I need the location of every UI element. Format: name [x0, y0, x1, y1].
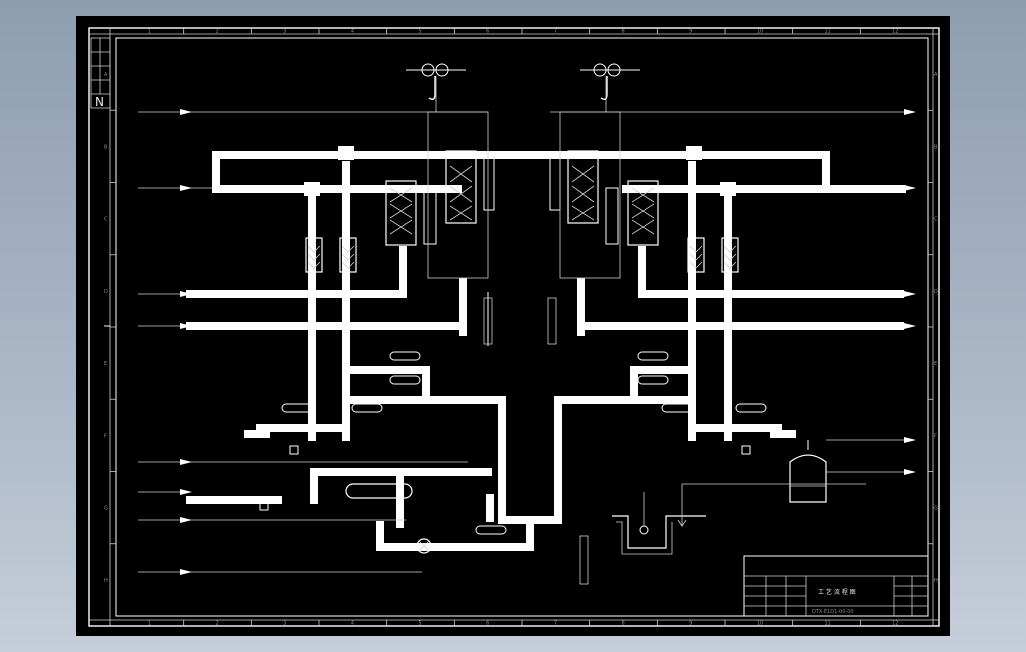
left-sample-probe [483, 297, 493, 345]
right-sample-probe [547, 297, 557, 345]
right-valve-block-1 [720, 182, 736, 196]
column-label-12-top: 12 [892, 29, 898, 35]
left-valve-block-2 [338, 146, 354, 160]
north-marker: N [90, 37, 111, 109]
left-cartridge-1 [305, 237, 323, 273]
storage-tank [789, 440, 827, 503]
left-heater [423, 187, 437, 245]
ruler-ticks [110, 28, 933, 626]
row-label-E-left: E [104, 361, 107, 367]
column-label-11-top: 11 [825, 29, 831, 35]
row-label-F-left: F [104, 433, 107, 439]
right-filter-tower-1 [567, 150, 599, 224]
left-filter-tower-2 [445, 150, 477, 224]
right-tank-frame [559, 111, 621, 279]
row-label-F-right: F [934, 433, 937, 439]
column-label-8-top: 8 [622, 29, 625, 35]
center-drain-pot [259, 501, 269, 511]
column-label-7-bottom: 7 [554, 621, 557, 627]
column-label-5-bottom: 5 [419, 621, 422, 627]
row-label-C-left: C [104, 217, 108, 223]
feed-lines [138, 76, 904, 573]
bottom-sample-probe [579, 535, 589, 585]
right-equipment [547, 63, 866, 585]
column-label-3-top: 3 [283, 29, 286, 35]
row-label-A-right: A [934, 72, 938, 78]
row-label-G-left: G [104, 506, 108, 512]
row-labels: A A B B C C D D E E F F G G H H [104, 72, 938, 584]
right-cartridge-2 [721, 237, 739, 273]
left-vessels [281, 351, 507, 535]
left-cartridge-2 [339, 237, 357, 273]
row-label-A-left: A [104, 72, 108, 78]
left-vent-column [483, 153, 495, 211]
right-cartridge-1 [687, 237, 705, 273]
right-hoist-icon [580, 63, 640, 101]
column-label-2-bottom: 2 [216, 621, 219, 627]
column-label-6-bottom: 6 [486, 621, 489, 627]
title-block: 工 艺 流 程 图 DTX-E1D1-00-00 [743, 555, 929, 617]
row-label-G-right: G [934, 506, 938, 512]
right-vent-column [549, 153, 561, 211]
row-label-B-left: B [104, 144, 108, 150]
drawing-number: DTX-E1D1-00-00 [812, 609, 854, 615]
left-valve-block-1 [304, 182, 320, 196]
row-label-D-right: D [934, 289, 938, 295]
column-label-7-top: 7 [554, 29, 557, 35]
drawing-title: 工 艺 流 程 图 [818, 588, 856, 596]
pump-symbol [416, 538, 432, 554]
outer-frame [88, 27, 940, 627]
column-label-10-top: 10 [757, 29, 763, 35]
row-label-H-left: H [104, 578, 108, 584]
column-label-2-top: 2 [216, 29, 219, 35]
row-label-D-left: D [104, 289, 108, 295]
column-label-1-bottom: 1 [148, 621, 151, 627]
column-label-8-bottom: 8 [622, 621, 625, 627]
row-label-E-right: E [934, 361, 937, 367]
column-label-9-top: 9 [689, 29, 692, 35]
column-label-5-top: 5 [419, 29, 422, 35]
right-valve-block-2 [686, 146, 702, 160]
left-filter-tower-1 [385, 180, 417, 246]
left-drain-pot [289, 445, 299, 455]
right-vessels [637, 351, 767, 413]
left-hoist-icon [406, 63, 466, 101]
column-label-10-bottom: 10 [757, 621, 763, 627]
right-drain-pot [741, 445, 751, 455]
row-label-H-right: H [934, 578, 938, 584]
north-label: N [95, 95, 104, 109]
column-label-6-top: 6 [486, 29, 489, 35]
column-label-1-top: 1 [148, 29, 151, 35]
column-label-12-bottom: 12 [892, 621, 898, 627]
process-pipes [186, 151, 906, 551]
column-label-3-bottom: 3 [283, 621, 286, 627]
row-label-C-right: C [934, 217, 938, 223]
right-heater [605, 187, 619, 245]
flow-arrows [180, 109, 916, 575]
left-tank-frame [427, 111, 489, 279]
right-filter-tower-2 [627, 180, 659, 246]
column-label-11-bottom: 11 [825, 621, 831, 627]
left-equipment [259, 63, 507, 554]
sump-pit [612, 483, 866, 555]
column-label-4-bottom: 4 [351, 621, 354, 627]
column-label-9-bottom: 9 [689, 621, 692, 627]
column-label-4-top: 4 [351, 29, 354, 35]
row-label-B-right: B [934, 144, 938, 150]
